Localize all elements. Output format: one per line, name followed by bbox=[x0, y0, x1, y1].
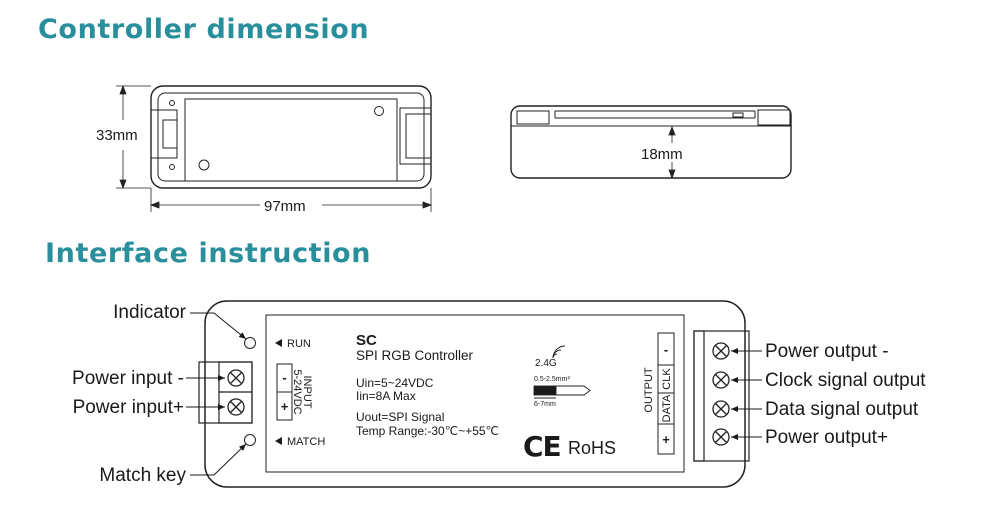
interface-instruction-heading: Interface instruction bbox=[45, 238, 372, 269]
width-dimension-line bbox=[149, 188, 433, 212]
power-output-pos-callout: Power output+ bbox=[765, 427, 888, 448]
model-label: SC bbox=[356, 332, 377, 349]
top-view-drawing bbox=[150, 85, 432, 189]
thickness-dimension-line bbox=[668, 125, 676, 180]
output-plus-label: + bbox=[662, 432, 670, 447]
input-voltage-label: 5-24VDC bbox=[291, 369, 303, 414]
height-dimension-label: 33mm bbox=[96, 127, 138, 144]
output-pin-boxes bbox=[657, 332, 675, 455]
power-input-pos-callout: Power input+ bbox=[73, 397, 184, 418]
output-clk-label: CLK bbox=[661, 368, 673, 390]
side-view-drawing bbox=[510, 105, 792, 179]
temperature-range-spec: Temp Range:-30℃~+55℃ bbox=[356, 424, 499, 438]
input-plus-label: + bbox=[281, 399, 289, 414]
screw-icon bbox=[712, 371, 730, 389]
power-output-neg-callout: Power output - bbox=[765, 341, 889, 362]
output-label: OUTPUT bbox=[643, 367, 655, 413]
height-dimension-line bbox=[116, 84, 151, 190]
indicator-callout: Indicator bbox=[113, 302, 187, 323]
input-voltage-spec: Uin=5~24VDC bbox=[356, 376, 434, 390]
screw-icon bbox=[712, 342, 730, 360]
controller-dimension-heading: Controller dimension bbox=[38, 14, 370, 45]
product-name: SPI RGB Controller bbox=[356, 348, 474, 363]
input-minus-label: - bbox=[282, 370, 286, 385]
indicator-led bbox=[244, 337, 256, 349]
input-label: INPUT bbox=[301, 376, 313, 409]
output-data-label: DATA bbox=[661, 394, 673, 422]
run-arrow-icon bbox=[275, 339, 282, 347]
output-terminal-block bbox=[693, 330, 750, 462]
screw-icon bbox=[227, 398, 245, 416]
match-arrow-icon bbox=[275, 437, 282, 445]
input-polarity-box bbox=[276, 363, 293, 421]
wire-icon bbox=[533, 385, 591, 399]
screw-icon bbox=[712, 400, 730, 418]
wireless-signal-icon bbox=[552, 345, 566, 359]
indicator-leader-line bbox=[190, 312, 247, 340]
screw-icon bbox=[227, 369, 245, 387]
width-dimension-label: 97mm bbox=[264, 198, 306, 215]
match-key-button[interactable] bbox=[244, 434, 256, 446]
screw-icon bbox=[712, 428, 730, 446]
input-current-spec: Iin=8A Max bbox=[356, 389, 416, 403]
rohs-mark: RoHS bbox=[568, 438, 616, 458]
input-terminal-block bbox=[198, 361, 253, 424]
run-label: RUN bbox=[287, 338, 311, 350]
thickness-dimension-label: 18mm bbox=[641, 146, 683, 163]
clock-output-callout: Clock signal output bbox=[765, 370, 926, 391]
match-key-leader-line bbox=[190, 443, 247, 476]
wire-gauge-label: 0.5-2.5mm² bbox=[534, 376, 570, 383]
power-input-neg-callout: Power input - bbox=[72, 368, 184, 389]
match-key-callout: Match key bbox=[99, 465, 186, 486]
ce-mark: CE bbox=[523, 430, 561, 463]
match-label: MATCH bbox=[287, 436, 325, 448]
wireless-label: 2.4G bbox=[535, 358, 557, 369]
output-minus-label: - bbox=[664, 342, 668, 357]
controller-body bbox=[204, 300, 746, 488]
strip-length-label: 6-7mm bbox=[534, 401, 556, 408]
data-output-callout: Data signal output bbox=[765, 399, 919, 420]
output-signal-spec: Uout=SPI Signal bbox=[356, 410, 444, 424]
